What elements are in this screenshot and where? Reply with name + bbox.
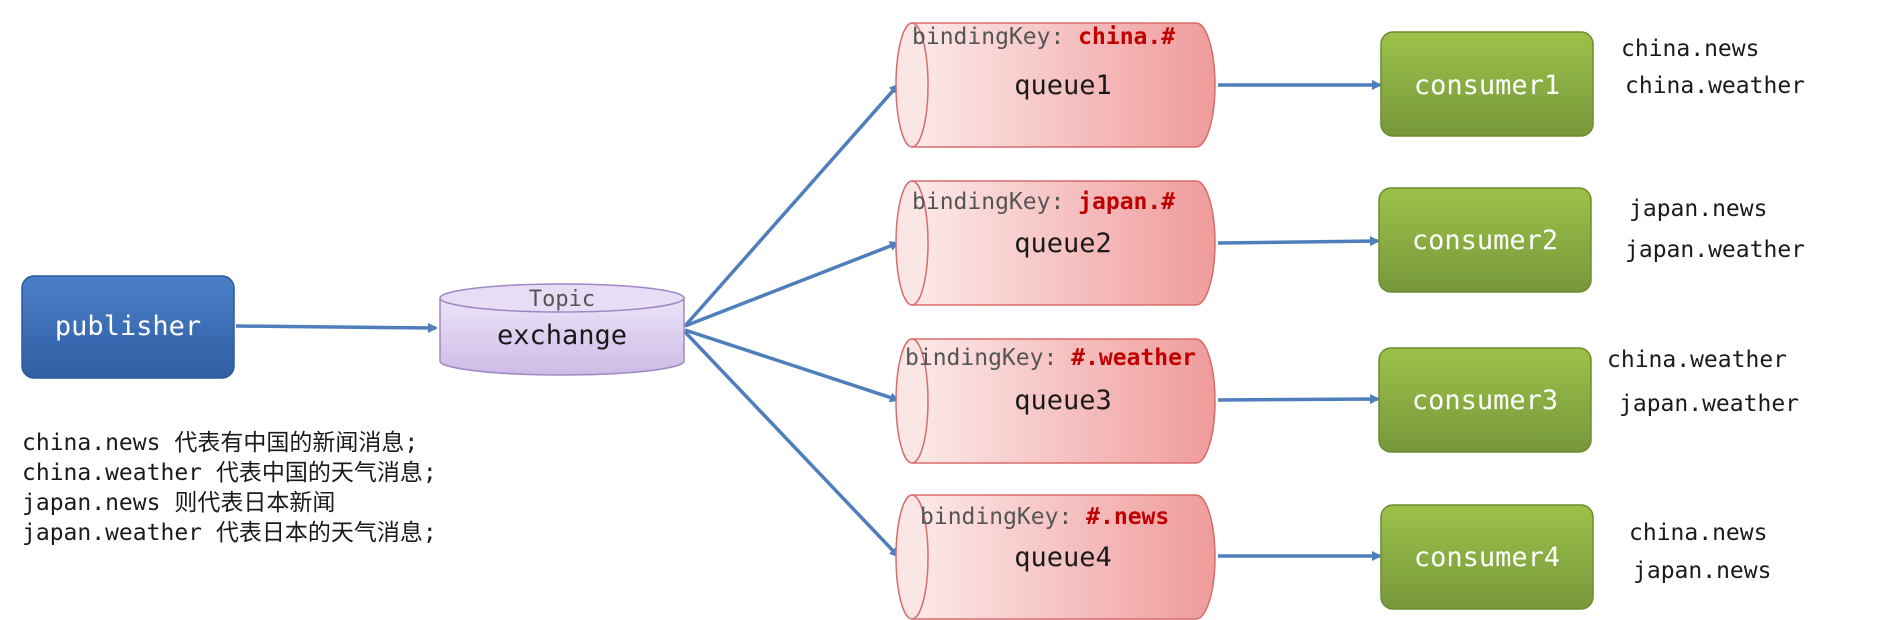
consumer4-key-1: china.news [1629, 520, 1767, 546]
consumer4-label: consumer4 [1414, 542, 1560, 573]
queue3-binding: bindingKey: #.weather [905, 345, 1196, 371]
exchange-label: exchange [497, 320, 627, 351]
queue2-node: queue2 bindingKey: japan.# [895, 180, 1216, 306]
legend-line-1: china.news 代表有中国的新闻消息; [22, 430, 419, 456]
arrow-queue3-to-consumer3 [1217, 394, 1380, 405]
exchange-node: Topic exchange [439, 283, 685, 376]
consumer1-label: consumer1 [1414, 70, 1560, 101]
arrow-exchange-to-queue2 [684, 241, 900, 328]
arrow-exchange-to-queue4 [683, 330, 900, 558]
consumer2-node: consumer2 [1378, 187, 1592, 293]
publisher-label: publisher [55, 311, 201, 342]
queue3-binding-prefix: bindingKey: [905, 345, 1071, 371]
publisher-node: publisher [21, 275, 235, 379]
queue4-label: queue4 [1014, 542, 1112, 573]
routing-key-legend: china.news 代表有中国的新闻消息; china.weather 代表中… [22, 428, 437, 548]
queue4-node: queue4 bindingKey: #.news [895, 494, 1216, 620]
queue2-binding-key: japan.# [1078, 189, 1175, 215]
queue1-node: queue1 bindingKey: china.# [895, 22, 1216, 148]
legend-line-3: japan.news 则代表日本新闻 [22, 490, 336, 516]
consumer3-node: consumer3 [1378, 347, 1592, 453]
consumer1-key-2: china.weather [1625, 73, 1805, 99]
arrow-exchange-to-queue3 [684, 328, 900, 403]
queue4-binding: bindingKey: #.news [920, 504, 1169, 530]
queue4-binding-prefix: bindingKey: [920, 504, 1086, 530]
arrows [235, 80, 1382, 561]
exchange-type-label: Topic [529, 287, 595, 312]
legend-line-2: china.weather 代表中国的天气消息; [22, 460, 437, 486]
consumer3-label: consumer3 [1412, 385, 1558, 416]
consumer3-key-1: china.weather [1607, 347, 1787, 373]
consumer-keys: china.news china.weather japan.news japa… [1607, 36, 1805, 584]
queue1-binding-prefix: bindingKey: [912, 24, 1078, 50]
legend-line-4: japan.weather 代表日本的天气消息; [22, 520, 437, 546]
arrow-publisher-to-exchange [235, 322, 438, 333]
queue4-binding-key: #.news [1086, 504, 1169, 530]
consumer1-node: consumer1 [1380, 31, 1594, 137]
queue1-binding-key: china.# [1078, 24, 1175, 50]
queue1-label: queue1 [1014, 70, 1112, 101]
consumer1-key-1: china.news [1621, 36, 1759, 62]
consumer4-node: consumer4 [1380, 504, 1594, 610]
consumer2-key-2: japan.weather [1625, 237, 1805, 263]
arrow-queue2-to-consumer2 [1217, 236, 1380, 247]
queue3-binding-key: #.weather [1071, 345, 1196, 371]
queue2-binding: bindingKey: japan.# [912, 189, 1175, 215]
consumer3-key-2: japan.weather [1619, 391, 1799, 417]
consumer2-key-1: japan.news [1629, 196, 1767, 222]
queue2-binding-prefix: bindingKey: [912, 189, 1078, 215]
queue1-binding: bindingKey: china.# [912, 24, 1175, 50]
arrow-exchange-to-queue1 [683, 83, 900, 328]
consumer4-key-2: japan.news [1633, 558, 1771, 584]
queue2-label: queue2 [1014, 228, 1112, 259]
consumer2-label: consumer2 [1412, 225, 1558, 256]
queue3-label: queue3 [1014, 385, 1112, 416]
queue3-node: queue3 bindingKey: #.weather [895, 338, 1216, 464]
